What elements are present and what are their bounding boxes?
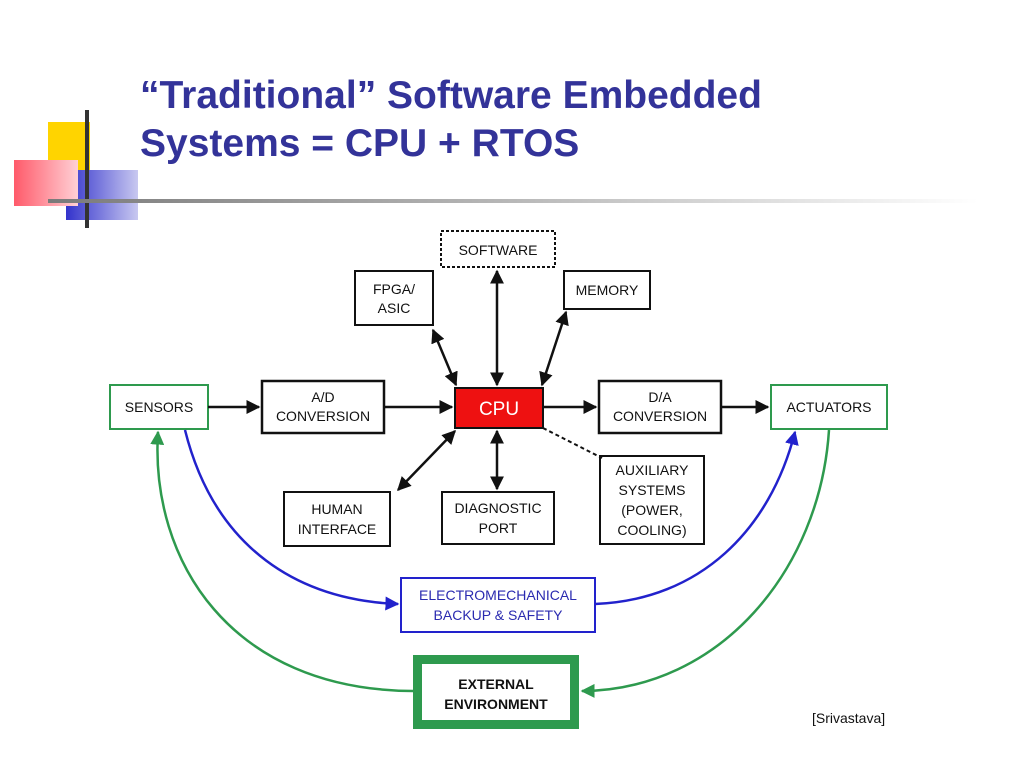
- node-electromechanical-backup: ELECTROMECHANICAL BACKUP & SAFETY: [400, 577, 596, 633]
- node-fpga-label-2: ASIC: [378, 300, 411, 316]
- node-aux-label-4: COOLING): [617, 522, 686, 538]
- curve-sensors-to-backup: [183, 429, 400, 611]
- link-cpu-auxiliary: [542, 427, 603, 459]
- black-connectors: [208, 269, 770, 492]
- node-fpga-asic: FPGA/ ASIC: [354, 270, 434, 326]
- title-line-2: Systems = CPU + RTOS: [140, 122, 580, 165]
- node-cpu-label: CPU: [479, 399, 519, 420]
- node-actuators-label: ACTUATORS: [786, 399, 871, 415]
- node-human-interface: HUMAN INTERFACE: [283, 491, 391, 547]
- green-connectors: [150, 429, 831, 698]
- node-external-label-2: ENVIRONMENT: [444, 696, 548, 712]
- node-external-environment: EXTERNAL ENVIRONMENT: [413, 655, 579, 729]
- node-aux-label-1: AUXILIARY: [616, 462, 690, 478]
- node-ad-conversion: A/D CONVERSION: [260, 379, 386, 435]
- arrow-cpu-human: [397, 429, 456, 492]
- node-software-label: SOFTWARE: [459, 242, 538, 258]
- node-actuators: ACTUATORS: [770, 384, 888, 430]
- node-diagnostic-label-1: DIAGNOSTIC: [454, 500, 541, 516]
- curve-actuators-to-environment: [580, 429, 831, 698]
- node-diagnostic-port: DIAGNOSTIC PORT: [441, 491, 555, 545]
- slide-title: “Traditional” Software Embedded Systems …: [140, 72, 1000, 168]
- arrow-cpu-fpga: [431, 328, 458, 387]
- node-ad-label-2: CONVERSION: [276, 408, 370, 424]
- arrow-cpu-memory: [539, 310, 569, 387]
- blue-connectors: [183, 429, 799, 611]
- node-electromech-label-2: BACKUP & SAFETY: [434, 607, 564, 623]
- node-memory: MEMORY: [563, 270, 651, 310]
- node-aux-label-3: (POWER,: [621, 502, 682, 518]
- node-fpga-label-1: FPGA/: [373, 281, 415, 297]
- curve-environment-to-sensors: [150, 430, 414, 693]
- node-da-label-1: D/A: [648, 389, 672, 405]
- node-sensors: SENSORS: [109, 384, 209, 430]
- node-diagnostic-label-2: PORT: [479, 520, 518, 536]
- node-human-label-2: INTERFACE: [298, 521, 377, 537]
- node-electromech-label-1: ELECTROMECHANICAL: [419, 587, 577, 603]
- node-aux-label-2: SYSTEMS: [619, 482, 686, 498]
- node-auxiliary-systems: AUXILIARY SYSTEMS (POWER, COOLING): [599, 455, 705, 545]
- node-external-label-1: EXTERNAL: [458, 676, 534, 692]
- title-line-1: “Traditional” Software Embedded: [140, 74, 762, 117]
- curve-backup-to-actuators: [594, 430, 799, 606]
- node-da-conversion: D/A CONVERSION: [597, 379, 723, 435]
- node-sensors-label: SENSORS: [125, 399, 193, 415]
- node-software: SOFTWARE: [440, 230, 556, 268]
- node-human-label-1: HUMAN: [311, 501, 362, 517]
- node-memory-label: MEMORY: [576, 282, 639, 298]
- node-da-label-2: CONVERSION: [613, 408, 707, 424]
- node-ad-label-1: A/D: [311, 389, 334, 405]
- node-cpu: CPU: [454, 387, 544, 429]
- citation: [Srivastava]: [812, 710, 886, 726]
